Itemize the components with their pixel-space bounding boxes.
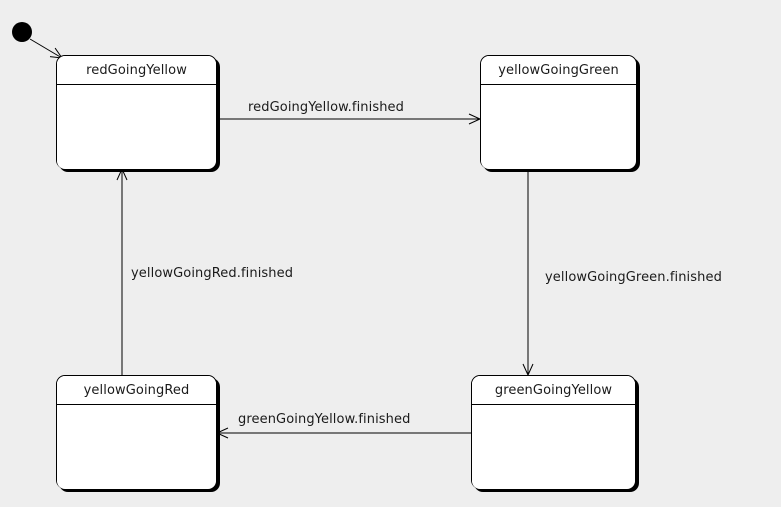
state-body [57,85,216,169]
transition-label-yellowgoingred-finished: yellowGoingRed.finished [131,266,294,281]
state-body [481,85,636,169]
state-node-greengoingyellow[interactable]: greenGoingYellow [471,375,636,489]
state-label-redgoingyellow: redGoingYellow [86,62,187,78]
transition-label-redgoingyellow-finished: redGoingYellow.finished [248,100,405,115]
transition-label-yellowgoinggreen-finished: yellowGoingGreen.finished [545,270,722,285]
state-node-yellowgoingred[interactable]: yellowGoingRed [56,375,217,489]
state-label-yellowgoinggreen: yellowGoingGreen [498,62,619,78]
transition-label-greengoingyellow-finished: greenGoingYellow.finished [238,412,411,427]
state-title-bar: greenGoingYellow [472,376,635,405]
state-body [472,405,635,489]
state-body [57,405,216,489]
state-title-bar: yellowGoingRed [57,376,216,405]
state-label-yellowgoingred: yellowGoingRed [83,382,190,398]
connector-initial-to-redgoingyellow [29,38,64,59]
state-node-yellowgoinggreen[interactable]: yellowGoingGreen [480,55,637,169]
state-title-bar: redGoingYellow [57,56,216,85]
state-title-bar: yellowGoingGreen [481,56,636,85]
state-label-greengoingyellow: greenGoingYellow [494,382,613,398]
state-node-redgoingyellow[interactable]: redGoingYellow [56,55,217,169]
initial-state-node[interactable] [12,22,32,42]
